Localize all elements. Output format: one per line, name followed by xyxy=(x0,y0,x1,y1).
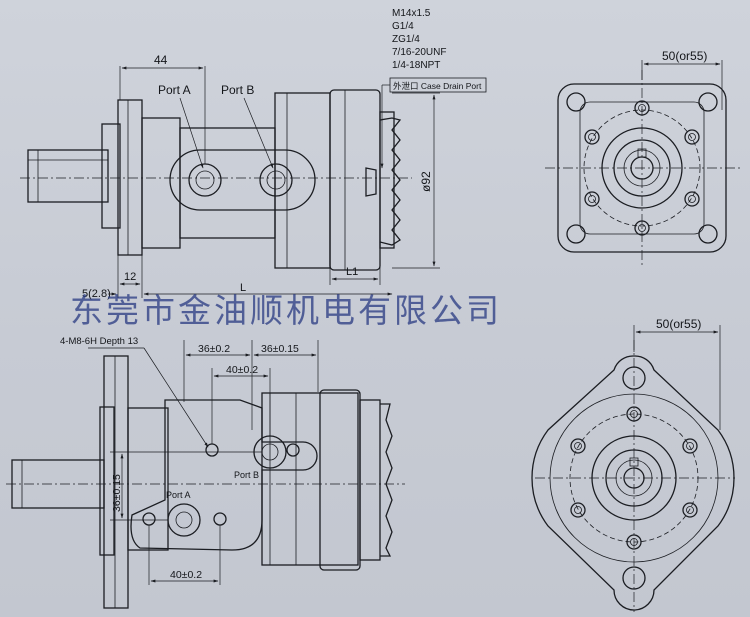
dim-36-left-label: 36±0.2 xyxy=(198,343,230,355)
top-side-view: 44 Port A Port B M14x1.5 G1/4 ZG1/4 7/16… xyxy=(20,8,487,300)
case-drain-label: 外泄口 Case Drain Port xyxy=(393,81,482,91)
dim-50-label: 50(or55) xyxy=(662,49,707,63)
port-a-label: Port A xyxy=(158,83,191,97)
dim-40-bottom-label: 40±0.2 xyxy=(170,569,202,581)
bottom-end-view: 50(or55) xyxy=(531,317,735,612)
dim-44-label: 44 xyxy=(154,53,168,67)
port-boss xyxy=(169,149,316,211)
bolt-spec-label: 4-M8-6H Depth 13 xyxy=(60,336,138,347)
port-b-label: Port B xyxy=(221,83,254,97)
shaft xyxy=(27,149,109,203)
thread-spec: G1/4 xyxy=(392,21,414,32)
thread-spec: 1/4-18NPT xyxy=(392,60,440,71)
top-end-view: 50(or55) xyxy=(545,49,740,268)
thread-spec-list: M14x1.5 G1/4 ZG1/4 7/16-20UNF 1/4-18NPT xyxy=(392,8,446,71)
port-a-label: Port A xyxy=(166,490,191,500)
thread-spec: 7/16-20UNF xyxy=(392,47,446,58)
mounting-flange xyxy=(117,99,143,256)
thread-spec: M14x1.5 xyxy=(392,8,431,19)
thread-spec: ZG1/4 xyxy=(392,34,420,45)
motor-body xyxy=(274,92,331,269)
dim-5-label: 5(2.8) xyxy=(82,288,111,300)
dim-36-right-label: 36±0.15 xyxy=(261,343,299,355)
port-plate xyxy=(130,399,318,551)
port-b-label: Port B xyxy=(234,470,259,480)
dim-50-label: 50(or55) xyxy=(656,317,701,331)
diamond-flange xyxy=(531,355,735,611)
dim-40-top-label: 40±0.2 xyxy=(226,364,258,376)
company-watermark: 东莞市金油顺机电有限公司 xyxy=(70,291,502,330)
bottom-side-view: 4-M8-6H Depth 13 36±0.2 36±0.15 40±0.2 3… xyxy=(6,336,405,609)
dim-l-label: L xyxy=(240,282,246,294)
dim-12-label: 12 xyxy=(124,271,136,283)
diameter-label: ø92 xyxy=(419,171,433,192)
dim-36-vertical-label: 36±0.15 xyxy=(111,474,123,512)
front-housing xyxy=(141,117,181,249)
dim-l1-label: L1 xyxy=(346,266,358,278)
